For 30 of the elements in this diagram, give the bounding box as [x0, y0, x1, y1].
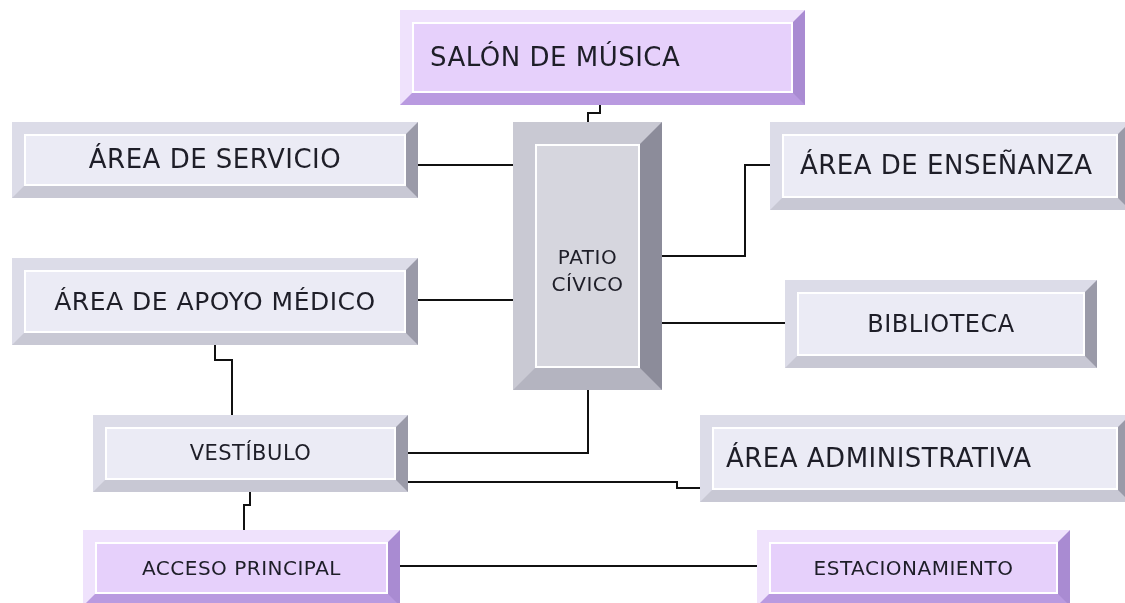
connector-line	[407, 481, 701, 489]
connector-line	[417, 299, 514, 301]
room-box	[770, 122, 1125, 210]
room-label: ÁREA ADMINISTRATIVA	[726, 441, 1032, 475]
room-box	[513, 122, 662, 390]
room-label: ACCESO PRINCIPAL	[142, 554, 341, 582]
room-box	[700, 415, 1125, 502]
room-label: ÁREA DE ENSEÑANZA	[800, 148, 1093, 183]
connector-line	[399, 565, 758, 567]
connector-line	[243, 491, 251, 531]
room-box	[757, 530, 1070, 603]
connector-line	[661, 164, 771, 257]
room-box	[83, 530, 400, 603]
room-label: BIBLIOTECA	[867, 308, 1015, 340]
room-box	[785, 280, 1097, 368]
room-box	[12, 122, 418, 198]
room-label: ÁREA DE APOYO MÉDICO	[54, 285, 376, 318]
room-label: PATIO CÍVICO	[550, 244, 625, 298]
connector-line	[407, 389, 589, 454]
connector-line	[214, 344, 233, 416]
room-label: ESTACIONAMIENTO	[813, 554, 1014, 582]
room-label: ÁREA DE SERVICIO	[88, 142, 342, 177]
connector-line	[661, 322, 786, 324]
room-label: SALÓN DE MÚSICA	[430, 40, 681, 74]
room-box	[12, 258, 418, 345]
room-box	[400, 10, 805, 105]
connector-line	[417, 164, 514, 166]
connector-line	[587, 104, 601, 123]
room-label: VESTÍBULO	[189, 439, 312, 468]
room-box	[93, 415, 408, 492]
